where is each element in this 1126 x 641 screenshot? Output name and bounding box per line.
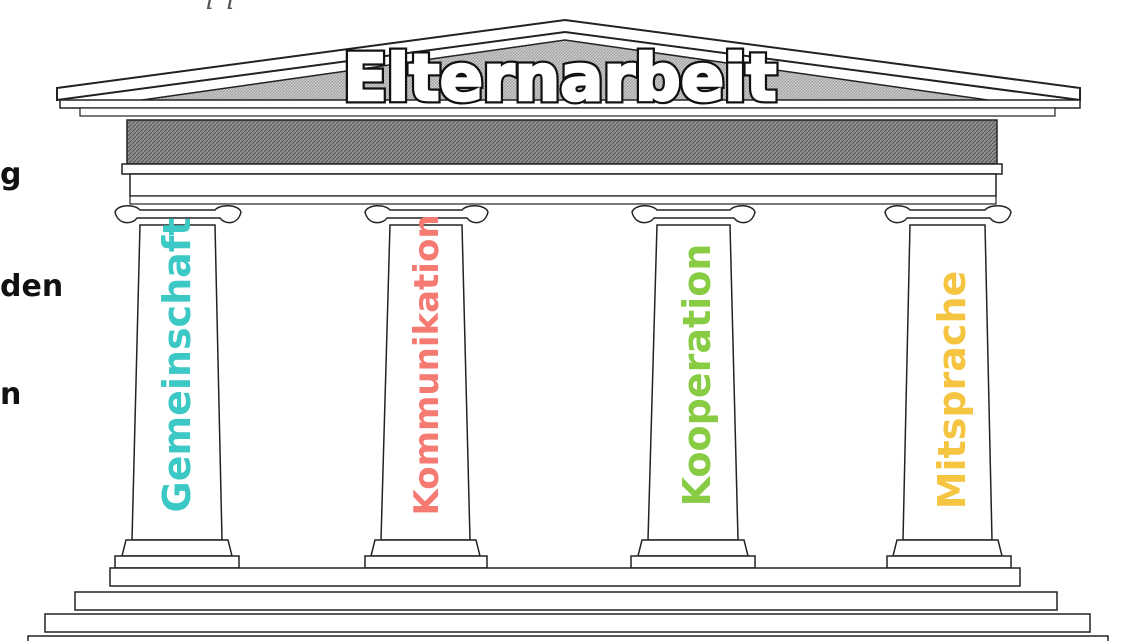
pillar-label-kommunikation: Kommunikation — [407, 214, 447, 515]
architrave — [122, 164, 1002, 204]
diagram-title-inner-outline: Elternarbeit — [343, 42, 776, 116]
pillar-label-gemeinschaft: Gemeinschaft — [155, 218, 199, 513]
frieze — [127, 120, 997, 164]
pillar-label-kooperation: Kooperation — [675, 244, 719, 507]
pillar-label-mitsprache: Mitsprache — [930, 271, 974, 510]
temple-base — [28, 568, 1108, 641]
